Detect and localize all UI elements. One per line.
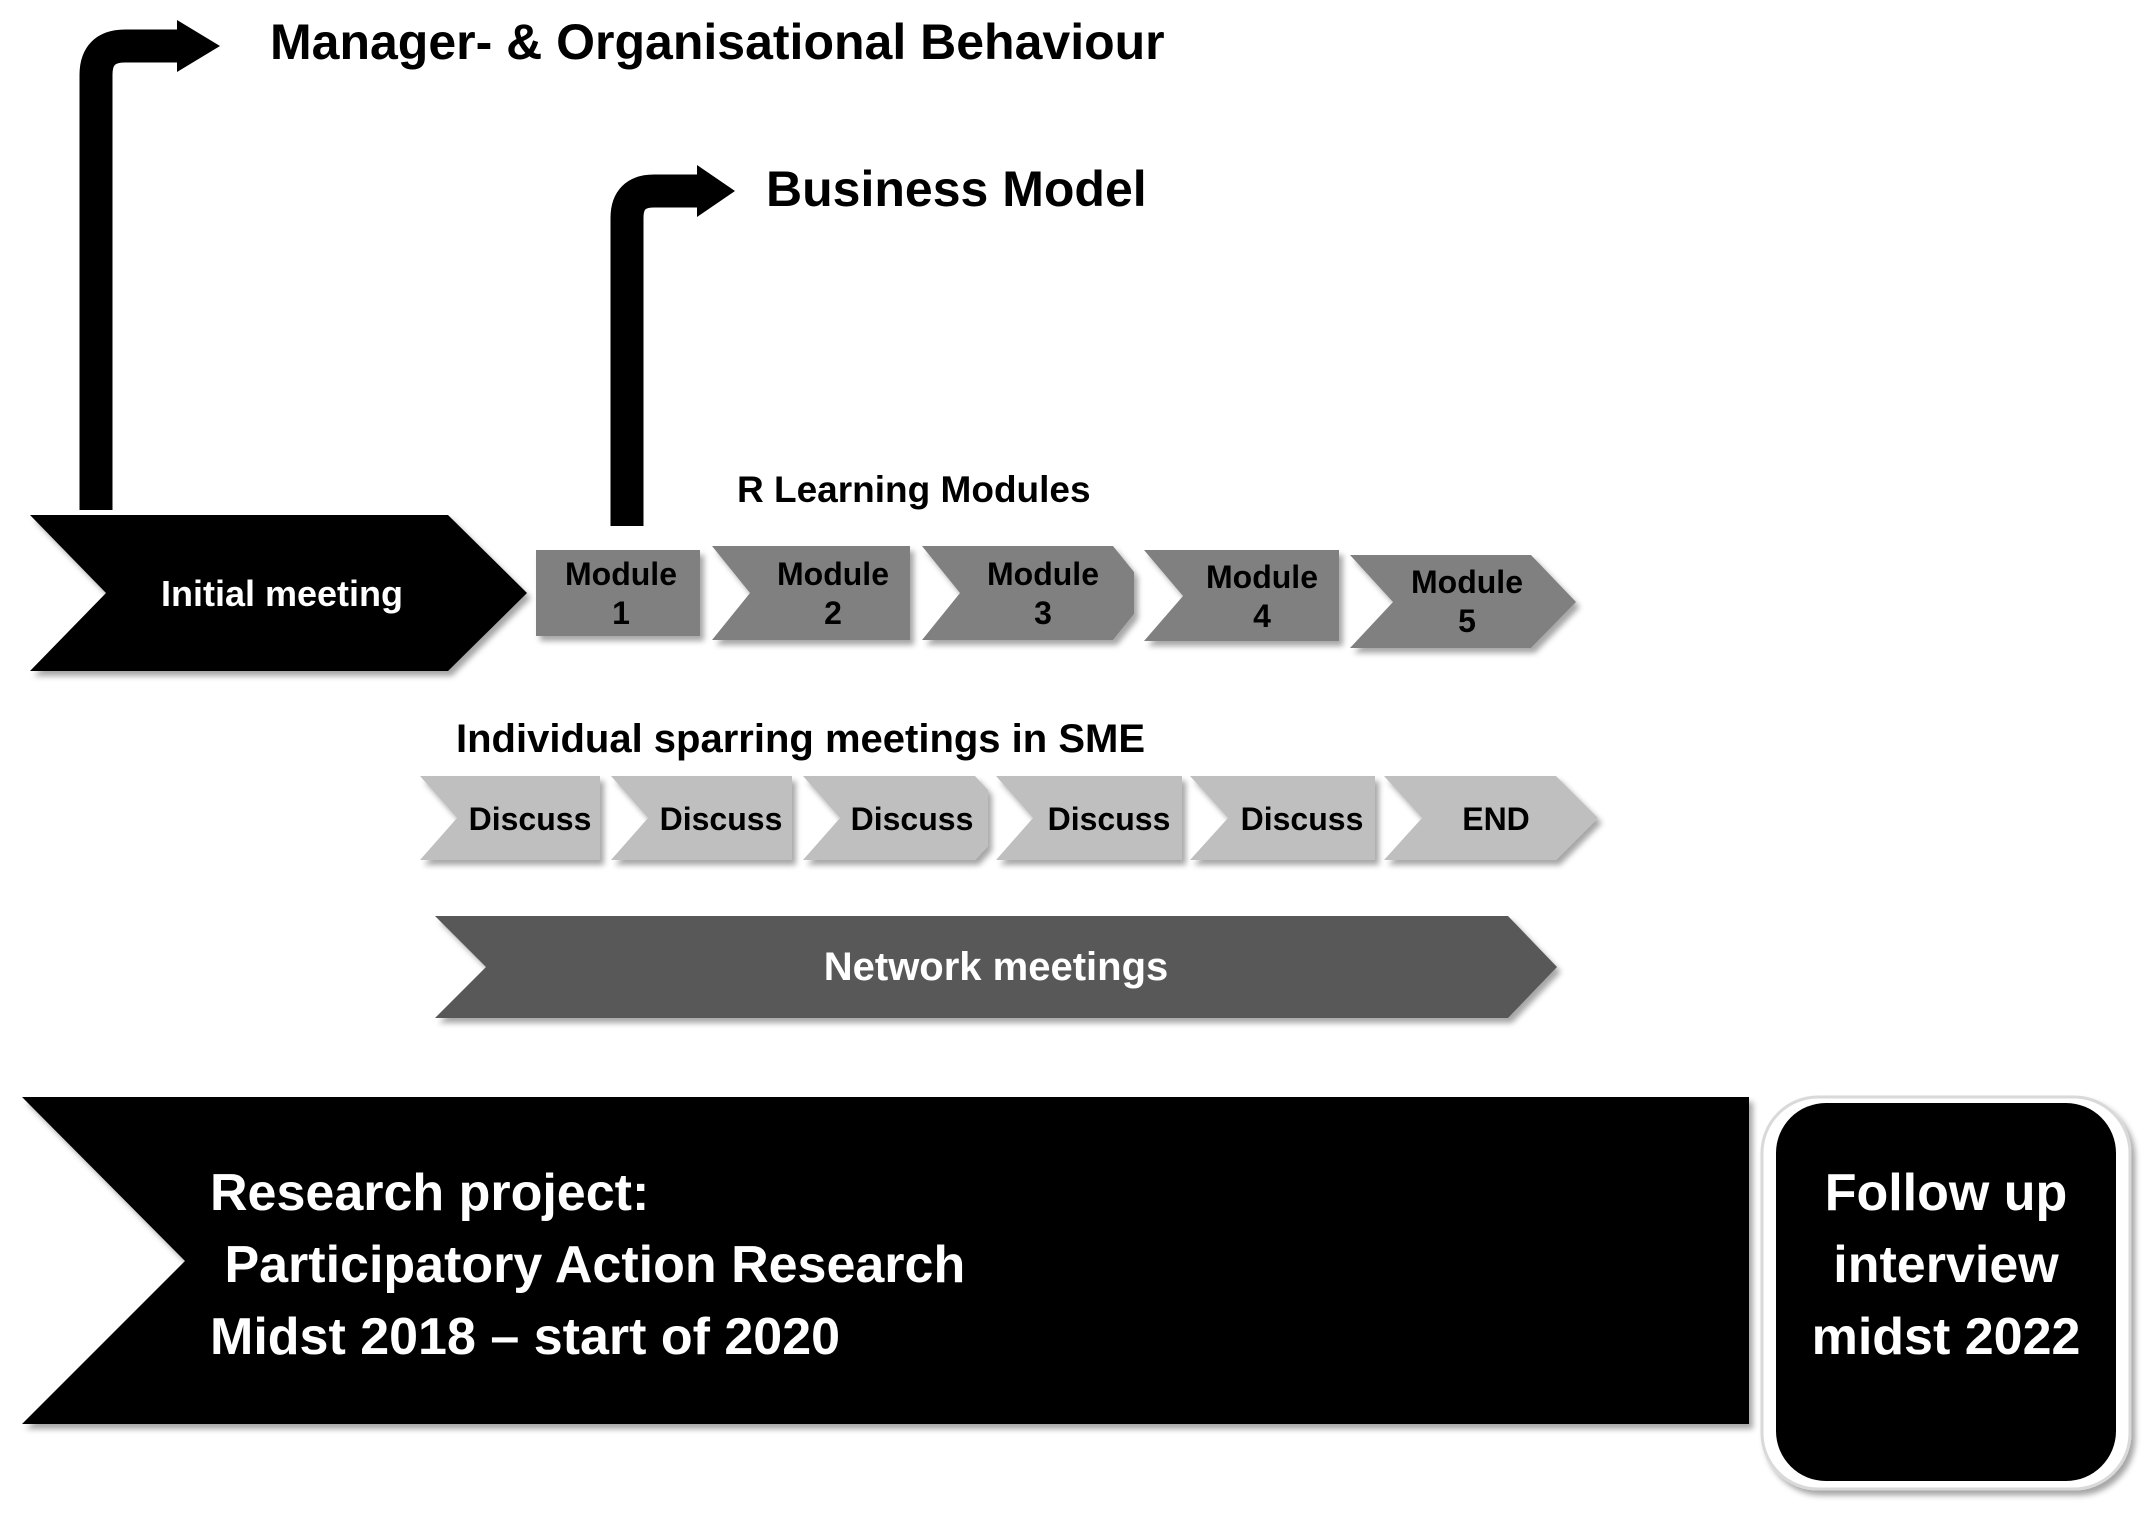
research-project-banner: Research project: Participatory Action R… [22,1097,1749,1424]
module-chevron-2: Module 2 [712,546,910,640]
module-number: 2 [824,595,842,631]
module-number: 5 [1458,603,1476,639]
module-number: 3 [1034,595,1052,631]
heading-manager-behaviour: Manager- & Organisational Behaviour [270,14,1165,70]
module-label: Module [1411,564,1523,600]
module-chevron-5: Module 5 [1350,555,1576,648]
research-line-2: Participatory Action Research [210,1236,965,1294]
heading-business-model: Business Model [766,161,1147,217]
module-label: Module [565,556,677,592]
module-chevron-4: Module 4 [1144,550,1339,641]
research-line-1: Research project: [210,1164,649,1222]
module-number: 4 [1253,598,1271,634]
module-number: 1 [612,595,630,631]
end-label: END [1462,801,1530,837]
research-line-3: Midst 2018 – start of 2020 [210,1308,840,1366]
module-chevron-1: Module 1 [536,550,700,636]
discuss-chevron-2: Discuss [611,776,792,860]
follow-up-line-3: midst 2022 [1812,1308,2081,1366]
discuss-label: Discuss [660,801,783,837]
discuss-chevron-4: Discuss [996,776,1182,860]
bent-arrow-manager [79,20,220,510]
module-chevron-3: Module 3 [922,546,1134,640]
discuss-chevron-3: Discuss [803,776,988,860]
discuss-chevron-5: Discuss [1190,776,1375,860]
initial-meeting-label: Initial meeting [161,573,403,614]
follow-up-box: Follow up interview midst 2022 [1760,1095,2132,1491]
discuss-label: Discuss [469,801,592,837]
follow-up-line-2: interview [1833,1236,2059,1294]
module-label: Module [1206,559,1318,595]
module-label: Module [777,556,889,592]
heading-learning-modules: R Learning Modules [737,469,1091,510]
heading-sparring-meetings: Individual sparring meetings in SME [456,717,1145,761]
discuss-label: Discuss [1048,801,1171,837]
discuss-label: Discuss [851,801,974,837]
follow-up-line-1: Follow up [1825,1164,2068,1222]
network-meetings-label: Network meetings [824,945,1169,989]
discuss-chevron-1: Discuss [420,776,600,860]
module-chevrons: Module 1 Module 2 Module 3 Module 4 Modu… [536,546,1576,648]
sparring-chevrons: Discuss Discuss Discuss Discuss Discuss … [420,776,1598,860]
initial-meeting-chevron: Initial meeting [30,515,527,671]
bent-arrow-business-model [610,165,735,526]
discuss-label: Discuss [1241,801,1364,837]
module-label: Module [987,556,1099,592]
network-meetings-chevron: Network meetings [435,916,1557,1018]
end-chevron: END [1384,776,1598,860]
